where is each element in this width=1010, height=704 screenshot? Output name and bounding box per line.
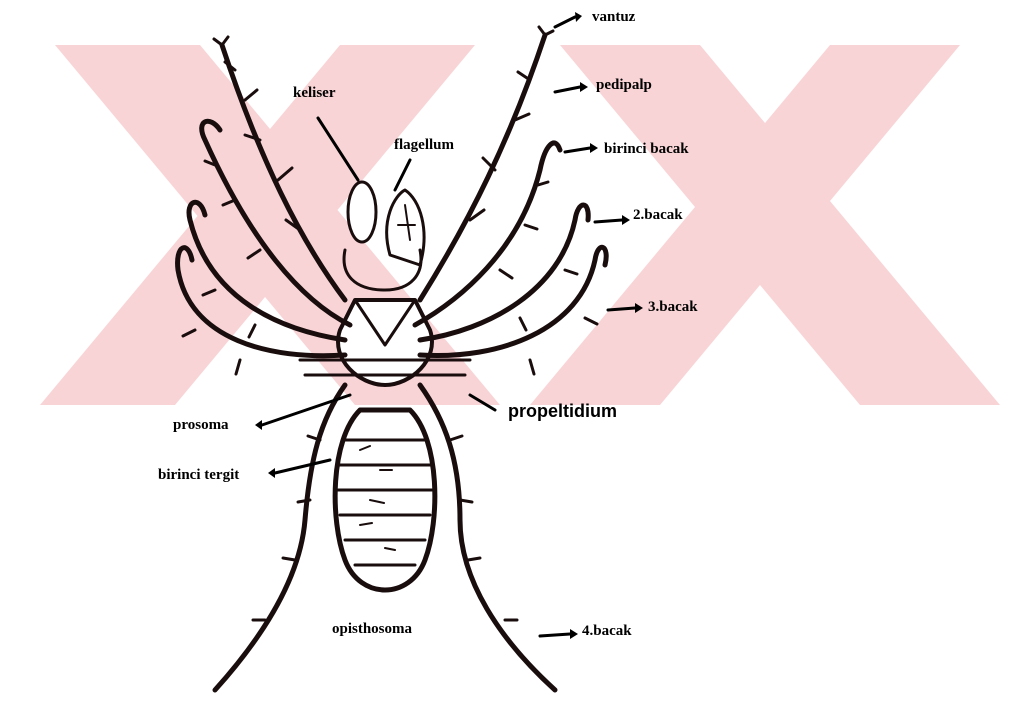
label-opisthosoma: opisthosoma xyxy=(332,622,412,637)
label-bacak2: 2.bacak xyxy=(633,208,683,223)
label-flagellum: flagellum xyxy=(394,138,454,153)
pedipalp-arrow xyxy=(555,87,580,92)
label-birinci-tergit: birinci tergit xyxy=(158,468,239,483)
flagellum-pointer xyxy=(395,160,410,190)
birinci-tergit-pointer xyxy=(275,460,330,473)
label-prosoma: prosoma xyxy=(173,418,229,433)
label-vantuz: vantuz xyxy=(592,10,635,25)
label-bacak3: 3.bacak xyxy=(648,300,698,315)
bacak3-arrow xyxy=(608,308,635,310)
prosoma-pointer xyxy=(262,395,350,425)
opisthosoma-body xyxy=(335,410,435,590)
vantuz-arrow xyxy=(555,17,575,27)
label-bacak4: 4.bacak xyxy=(582,624,632,639)
bacak4-arrow xyxy=(540,634,570,636)
bacak2-arrow xyxy=(595,220,622,222)
birinci-bacak-arrow xyxy=(565,148,590,152)
label-pedipalp: pedipalp xyxy=(596,78,652,93)
label-propeltidium: propeltidium xyxy=(508,402,617,420)
label-keliser: keliser xyxy=(293,86,336,101)
label-birinci-bacak: birinci bacak xyxy=(604,142,689,157)
